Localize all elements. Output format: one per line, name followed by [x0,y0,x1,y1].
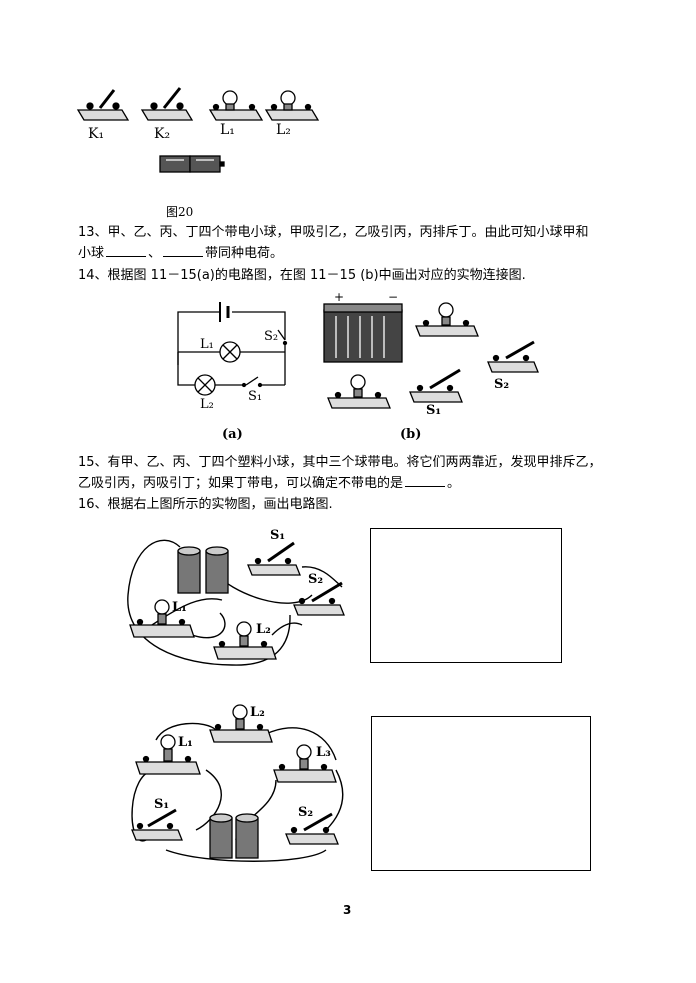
question-15: 15、有甲、乙、丙、丁四个塑料小球，其中三个球带电。将它们两两靠近，发现甲排斥乙… [78,452,602,494]
real-circuit-2: L₁ L₂ L₃ S₁ S₂ [131,704,344,862]
label-k1: K₁ [88,126,104,142]
battery-plus-label: + [334,290,344,304]
circuit-a-label-l1: L₁ [200,337,214,352]
bulb-l1-icon [129,599,195,638]
answer-blank-13b[interactable] [163,244,204,257]
label-l1: L₁ [220,122,235,138]
figure-20-caption: 图20 [166,205,193,219]
switch-s1-icon [131,808,183,841]
diagram1-label-s1: S₁ [270,528,285,543]
switch-s2-icon [293,581,345,616]
bulb-icon [415,302,479,337]
circuit-diagram-a: L₁ S₂ L₂ S₁ (a) [177,302,288,442]
bulb-l2-icon [264,90,320,121]
battery-pack-icon [159,155,225,173]
switch-k2-icon [140,87,194,121]
switch-s2-icon [285,812,339,845]
diagram1-label-s2: S₂ [308,572,323,587]
diagram2-label-l3: L₃ [316,745,331,760]
battery-block-icon [323,303,403,363]
bulb-l2-icon [213,621,277,660]
diagram2-label-s2: S₂ [298,805,313,820]
switch-s1-icon [409,368,463,403]
diagram2-label-l1: L₁ [178,735,193,750]
question-15-line2: 乙吸引丙，丙吸引丁；如果丁带电，可以确定不带电的是。 [78,474,461,491]
switch-s1-icon [247,541,301,576]
switch-s2-icon [487,340,539,373]
real-b-label-s1: S₁ [426,403,441,418]
answer-box-1[interactable] [370,528,562,663]
diagram2-label-s1: S₁ [154,797,169,812]
diagram1-label-l2: L₂ [256,622,271,637]
question-13-line2: 小球、带同种电荷。 [78,244,284,261]
answer-blank-13a[interactable] [106,244,147,257]
answer-box-2[interactable] [371,716,591,871]
battery-cells-icon [177,546,229,594]
answer-blank-15[interactable] [405,474,446,487]
real-circuit-b: + − S₁ S₂ (b) [323,290,539,442]
label-k2: K₂ [154,126,170,142]
page-number: 3 [343,903,352,917]
figure-20: K₁ K₂ L₁ L₂ 图20 [76,87,320,219]
question-14-text: 14、根据图 11－15(a)的电路图，在图 11－15 (b)中画出对应的实物… [78,268,526,283]
diagram1-label-l1: L₁ [172,600,187,615]
bulb-l1-icon [208,90,264,121]
bulb-l3-icon [273,744,337,783]
diagram2-label-l2: L₂ [250,705,265,720]
circuit-a-label-l2: L₂ [200,397,214,412]
circuit-a-label-s1: S₁ [248,389,262,404]
question-15-line1: 15、有甲、乙、丙、丁四个塑料小球，其中三个球带电。将它们两两靠近，发现甲排斥乙… [78,455,602,470]
switch-k1-icon [76,89,130,121]
bulb-l2-icon [209,704,273,743]
question-13-line1: 13、甲、乙、丙、丁四个带电小球，甲吸引乙，乙吸引丙，丙排斥丁。由此可知小球甲和 [78,225,589,240]
question-16-text: 16、根据右上图所示的实物图，画出电路图. [78,497,333,512]
question-13: 13、甲、乙、丙、丁四个带电小球，甲吸引乙，乙吸引丙，丙排斥丁。由此可知小球甲和… [78,222,589,264]
circuit-a-label-s2: S₂ [264,329,278,344]
caption-a: (a) [222,427,243,442]
bulb-icon-2 [327,374,391,409]
battery-minus-label: − [388,290,398,304]
caption-b: (b) [400,427,421,442]
real-circuit-1: S₁ S₂ L₁ L₂ [127,528,345,666]
label-l2: L₂ [276,122,291,138]
real-b-label-s2: S₂ [494,377,509,392]
bulb-l1-icon [135,734,201,775]
battery-cells-icon [209,813,259,859]
